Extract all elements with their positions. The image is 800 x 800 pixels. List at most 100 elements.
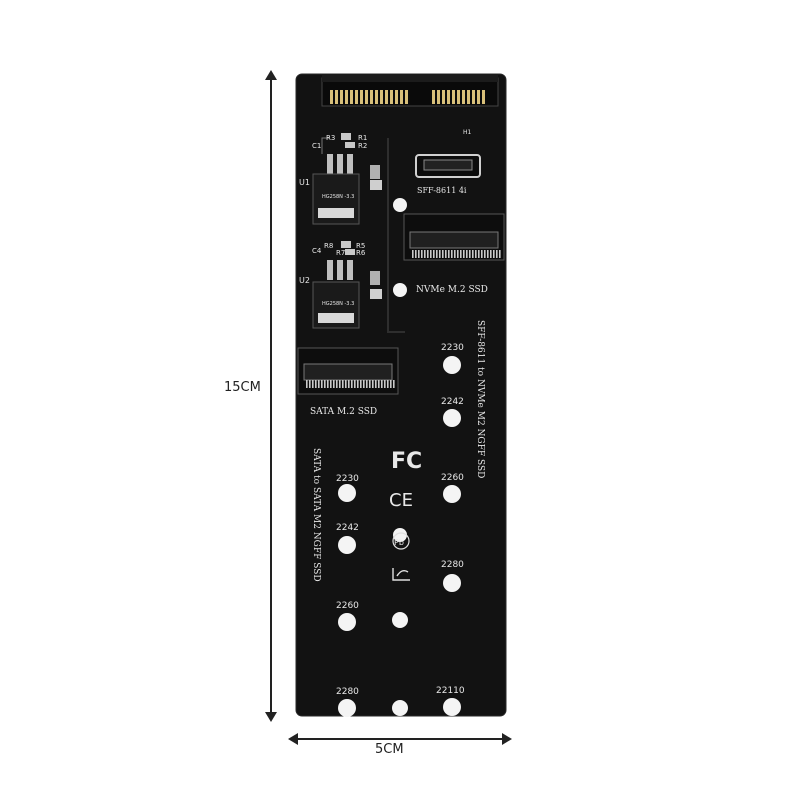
mount-hole <box>393 198 407 212</box>
label-c1: C1 <box>312 142 321 150</box>
connector-pin <box>385 90 388 104</box>
mount-hole-right-2230 <box>443 356 461 374</box>
connector-pin <box>327 380 329 388</box>
right-mount-label-2260: 2260 <box>441 473 464 483</box>
connector-pin <box>433 250 435 258</box>
pb-free-icon <box>392 532 410 550</box>
connector-pin <box>457 250 459 258</box>
label-u2: U2 <box>299 276 310 285</box>
connector-pin <box>354 380 356 388</box>
connector-pin <box>336 380 338 388</box>
connector-pin <box>477 90 480 104</box>
connector-pin <box>360 90 363 104</box>
connector-pin <box>351 380 353 388</box>
connector-pin <box>442 90 445 104</box>
connector-pin <box>466 250 468 258</box>
right-mount-label-2230: 2230 <box>441 343 464 353</box>
mount-hole-right-2280 <box>443 574 461 592</box>
trace-divider <box>387 138 405 333</box>
connector-pin <box>472 90 475 104</box>
connector-pin <box>424 250 426 258</box>
mount-hole-right-2260 <box>443 485 461 503</box>
connector-pin <box>330 90 333 104</box>
connector-pin <box>448 250 450 258</box>
mount-hole <box>392 700 408 716</box>
connector-pin <box>418 250 420 258</box>
side-text-right: SFF-8611 to NVMe M2 NGFF SSD <box>475 320 485 478</box>
connector-pin <box>375 380 377 388</box>
left-mount-label-2230: 2230 <box>336 474 359 484</box>
connector-pin <box>481 250 483 258</box>
mount-hole <box>392 612 408 628</box>
connector-pin <box>484 250 486 258</box>
nvme-slot-label: NVMe M.2 SSD <box>416 285 488 295</box>
sata-slot-label: SATA M.2 SSD <box>310 407 377 417</box>
connector-pin <box>357 380 359 388</box>
connector-pin <box>365 90 368 104</box>
regulator-u1-area <box>312 133 382 225</box>
connector-pin <box>393 380 395 388</box>
rcm-tick-icon <box>392 568 410 581</box>
connector-pin <box>318 380 320 388</box>
side-text-left: SATA to SATA M2 NGFF SSD <box>311 448 321 582</box>
connector-pin <box>321 380 323 388</box>
width-label: 5CM <box>375 742 404 757</box>
connector-pin <box>442 250 444 258</box>
connector-pin <box>463 250 465 258</box>
connector-pin <box>457 90 460 104</box>
connector-pin <box>387 380 389 388</box>
connector-pin <box>348 380 350 388</box>
connector-pin <box>390 380 392 388</box>
connector-pin <box>454 250 456 258</box>
right-mount-label-2280: 2280 <box>441 560 464 570</box>
connector-pin <box>350 90 353 104</box>
right-mount-label-22110: 22110 <box>436 686 465 696</box>
connector-pin <box>384 380 386 388</box>
connector-pin <box>430 250 432 258</box>
connector-pin <box>378 380 380 388</box>
connector-pin <box>493 250 495 258</box>
connector-pin <box>460 250 462 258</box>
mount-hole-left-2230 <box>338 484 356 502</box>
mount-hole <box>393 528 407 542</box>
label-r8: R8 <box>324 242 333 250</box>
connector-pin <box>339 380 341 388</box>
connector-pin <box>381 380 383 388</box>
connector-pin <box>496 250 498 258</box>
connector-pin <box>469 250 471 258</box>
chip1-marking: HG258N -3.3 <box>322 194 354 200</box>
sata-power-data-connector <box>321 74 499 107</box>
connector-pin <box>452 90 455 104</box>
connector-pin <box>467 90 470 104</box>
connector-pin <box>499 250 501 258</box>
connector-pin <box>345 90 348 104</box>
connector-pin <box>487 250 489 258</box>
connector-pin <box>390 90 393 104</box>
mount-hole-left-2242 <box>338 536 356 554</box>
connector-pin <box>478 250 480 258</box>
connector-pin <box>342 380 344 388</box>
connector-pin <box>415 250 417 258</box>
connector-pin <box>355 90 358 104</box>
connector-pin <box>412 250 414 258</box>
connector-pin <box>451 250 453 258</box>
connector-pin <box>360 380 362 388</box>
mount-hole-left-2280 <box>338 699 356 717</box>
connector-pin <box>366 380 368 388</box>
connector-pin <box>475 250 477 258</box>
connector-pin <box>324 380 326 388</box>
mount-hole <box>393 283 407 297</box>
pb-free-mark: Pb <box>394 538 404 547</box>
label-r6: R6 <box>356 249 366 257</box>
label-r1: R1 <box>358 134 367 142</box>
mount-hole-right-2242 <box>443 409 461 427</box>
connector-pin <box>340 90 343 104</box>
connector-pin <box>490 250 492 258</box>
label-r3: R3 <box>326 134 335 142</box>
connector-pin <box>372 380 374 388</box>
connector-pin <box>306 380 308 388</box>
nvme-m2-slot <box>403 213 505 261</box>
connector-pin <box>437 90 440 104</box>
connector-pin <box>375 90 378 104</box>
